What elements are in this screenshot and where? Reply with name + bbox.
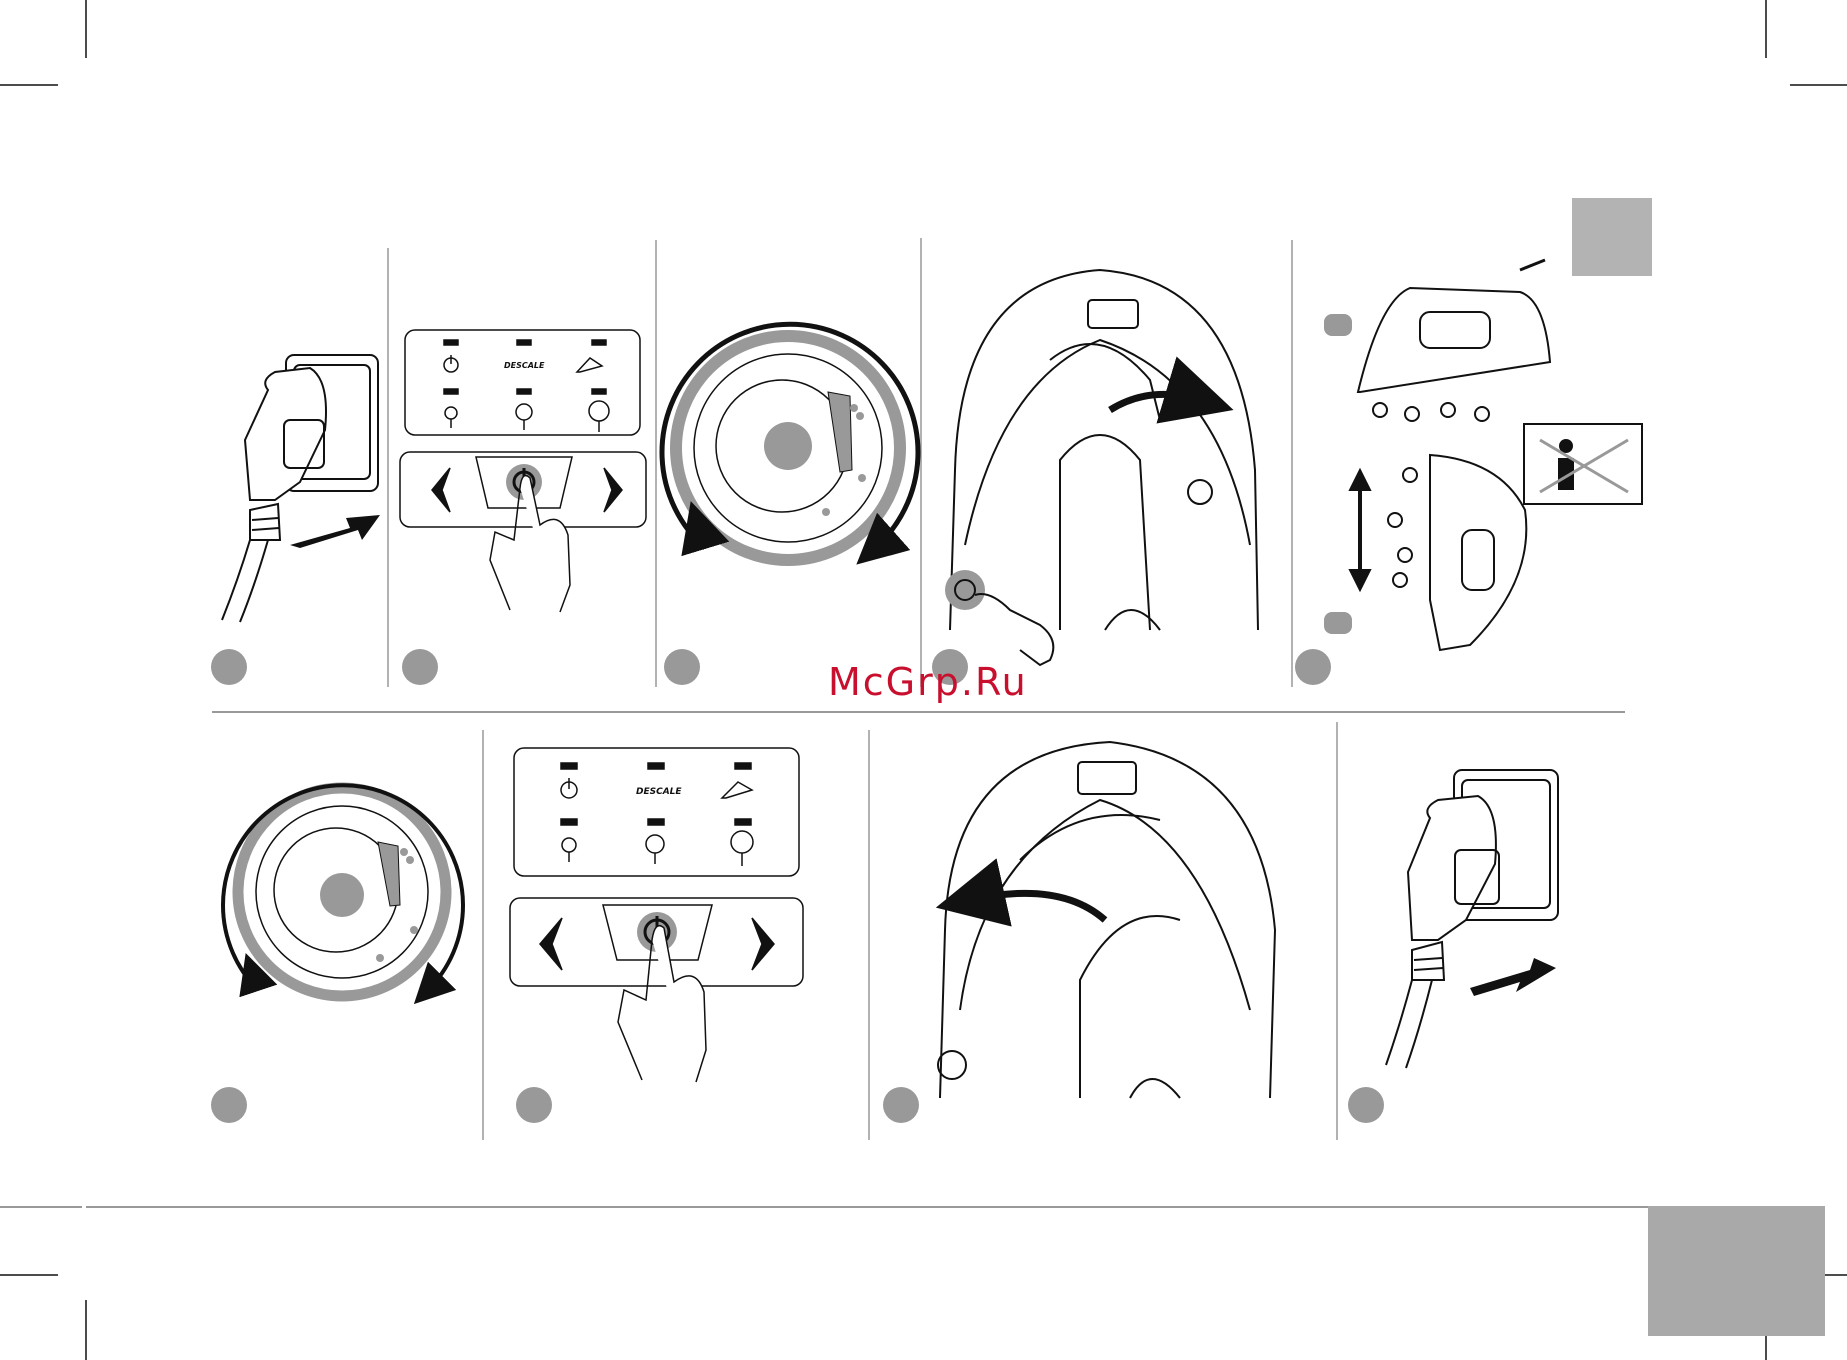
step-unplug — [1386, 770, 1558, 1068]
step-dial-back — [223, 785, 463, 996]
step-marker-6 — [211, 1087, 247, 1123]
step-marker-2 — [402, 649, 438, 685]
step-rotate-back — [938, 742, 1275, 1098]
step-marker-1 — [211, 649, 247, 685]
step-power-on — [400, 330, 646, 612]
step-power-off — [510, 748, 803, 1082]
watermark-text: McGrp.Ru — [828, 660, 1028, 704]
step-turn-dial — [662, 324, 918, 560]
descale-label: DESCALE — [504, 361, 545, 370]
corner-tab-bottom — [1648, 1206, 1825, 1336]
step-vertical-steam — [1324, 260, 1642, 650]
step-marker-7 — [516, 1087, 552, 1123]
step-plug-in — [222, 355, 380, 622]
step-marker-9 — [1348, 1087, 1384, 1123]
descale-label-2: DESCALE — [636, 787, 682, 797]
step-marker-8 — [883, 1087, 919, 1123]
step-marker-5 — [1295, 649, 1331, 685]
step-marker-3 — [664, 649, 700, 685]
corner-tab-top — [1572, 198, 1652, 276]
step-lock-rotate — [945, 270, 1258, 665]
